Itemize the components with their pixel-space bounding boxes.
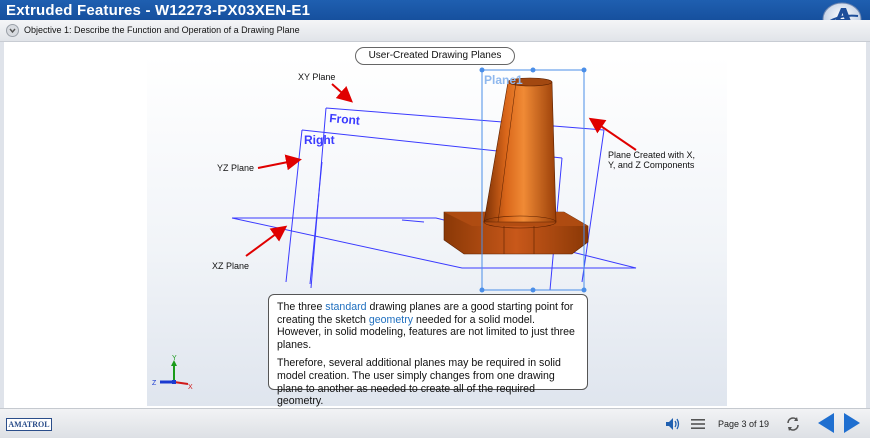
speaker-icon[interactable] xyxy=(664,416,682,432)
status-bar: AMATROL Page 3 of 19 xyxy=(0,408,870,438)
front-plane-label: Front xyxy=(329,111,361,128)
xz-plane-label: XZ Plane xyxy=(212,261,250,271)
plane1-handles xyxy=(479,67,587,293)
right-plane-label: Right xyxy=(304,133,335,147)
plane-created-label-line2: Y, and Z Components xyxy=(608,160,695,170)
standard-link[interactable]: standard xyxy=(325,301,367,313)
yz-plane-label: YZ Plane xyxy=(217,163,255,173)
p1-text-a: The three xyxy=(277,301,326,313)
content-area: User-Created Drawing Planes xyxy=(4,42,866,408)
xy-plane-arrow xyxy=(331,83,353,103)
description-paragraph-1: The three standard drawing planes are a … xyxy=(277,301,579,351)
window-title: Extruded Features - W12273-PX03XEN-E1 xyxy=(6,2,311,19)
geometry-link[interactable]: geometry xyxy=(368,313,414,326)
p1-text-c: needed for a solid model. However, in so… xyxy=(277,313,575,351)
yz-plane-arrow xyxy=(257,154,302,171)
xz-plane-arrow xyxy=(245,225,288,257)
part-model xyxy=(443,77,589,255)
objective-bar: Objective 1: Describe the Function and O… xyxy=(0,20,870,42)
p1-text-b: drawing planes are a good starting point… xyxy=(277,301,574,326)
description-box: The three standard drawing planes are a … xyxy=(268,294,588,407)
section-title: User-Created Drawing Planes xyxy=(355,47,515,65)
plane-created-arrow xyxy=(588,117,637,151)
plane-created-label: Plane Created with X, Y, and Z Component… xyxy=(608,150,695,170)
plane-created-label-line1: Plane Created with X, xyxy=(608,150,696,160)
amatrol-brand: AMATROL xyxy=(6,418,52,431)
page-indicator: Page 3 of 19 xyxy=(718,419,770,429)
triad-y-label: Y xyxy=(172,355,177,362)
prev-arrow-icon[interactable] xyxy=(816,412,836,434)
xz-plane xyxy=(231,217,637,269)
menu-icon[interactable] xyxy=(690,416,706,432)
triad-z-label: Z xyxy=(152,380,157,387)
coordinate-triad-icon: Y Z X xyxy=(152,355,193,391)
xy-plane-label: XY Plane xyxy=(298,72,336,82)
xy-plane xyxy=(310,107,605,289)
refresh-icon[interactable] xyxy=(784,415,802,433)
title-bar: Extruded Features - W12273-PX03XEN-E1 xyxy=(0,0,870,36)
next-arrow-icon[interactable] xyxy=(842,412,862,434)
triad-x-label: X xyxy=(188,384,193,391)
collapse-chevron-icon[interactable] xyxy=(6,24,19,37)
objective-text: Objective 1: Describe the Function and O… xyxy=(24,25,300,35)
drawing-planes-diagram: Front Right Plane1 Y Z X xyxy=(152,67,637,391)
description-paragraph-2: Therefore, several additional planes may… xyxy=(277,357,561,408)
plane1-label: Plane1 xyxy=(484,73,523,87)
